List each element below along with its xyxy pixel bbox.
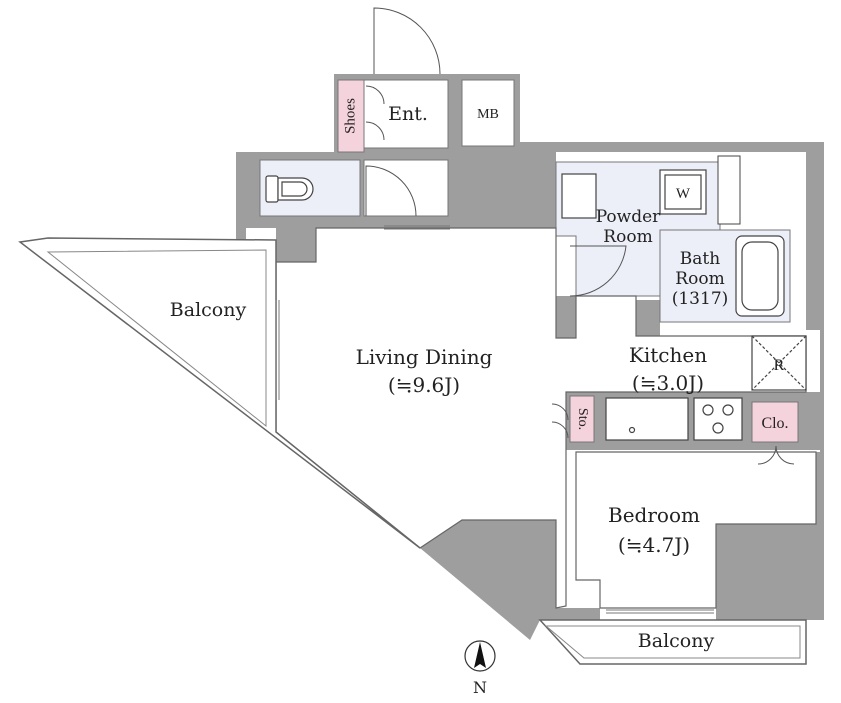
closet-door-swing bbox=[757, 445, 795, 465]
closet bbox=[751, 401, 799, 443]
label-closet: Clo. bbox=[761, 415, 788, 432]
label-bath-room-1: Bath bbox=[680, 249, 720, 269]
shoes-door-swing bbox=[365, 85, 385, 141]
wall-column-mid bbox=[636, 300, 660, 336]
cooktop bbox=[693, 397, 743, 441]
label-powder-room-1: Powder bbox=[596, 207, 661, 227]
label-balcony-south: Balcony bbox=[638, 630, 715, 652]
toilet-fixture bbox=[265, 175, 314, 203]
bedroom bbox=[575, 451, 817, 609]
label-entrance: Ent. bbox=[388, 103, 428, 125]
label-bedroom: Bedroom bbox=[608, 503, 700, 527]
label-kitchen: Kitchen bbox=[629, 343, 707, 367]
compass-label: N bbox=[473, 678, 487, 697]
shoes-cabinet bbox=[337, 79, 365, 153]
label-living-dining: Living Dining bbox=[356, 345, 493, 369]
kitchen-sink bbox=[605, 397, 689, 441]
wall-sw-mass bbox=[420, 520, 600, 640]
label-shoes: Shoes bbox=[342, 98, 358, 134]
washer-fixture bbox=[659, 169, 707, 215]
refrigerator-space bbox=[751, 335, 807, 391]
label-bath-room-2: Room bbox=[675, 269, 724, 289]
wall-column-nw bbox=[276, 226, 316, 262]
doors bbox=[365, 7, 795, 465]
wall-west-stub bbox=[236, 152, 246, 240]
balcony-south bbox=[538, 619, 807, 665]
north-compass: N bbox=[464, 640, 496, 697]
bathtub bbox=[735, 235, 785, 317]
storage-cabinet bbox=[569, 395, 595, 443]
compass-needle-icon bbox=[474, 642, 486, 668]
label-storage: Sto. bbox=[575, 408, 590, 430]
label-bedroom-size: (≒4.7J) bbox=[618, 533, 690, 557]
wall-column-kitchen bbox=[556, 296, 576, 338]
label-meter-box: MB bbox=[477, 107, 499, 122]
label-kitchen-size: (≒3.0J) bbox=[632, 371, 704, 395]
windows bbox=[275, 225, 714, 614]
storage-door-swing bbox=[551, 403, 569, 439]
wall-bedroom-east bbox=[716, 524, 820, 620]
balcony-west-inner bbox=[46, 249, 267, 428]
label-balcony-west: Balcony bbox=[170, 299, 247, 321]
label-washer: W bbox=[676, 186, 691, 202]
linen-shelf bbox=[717, 155, 741, 225]
label-refrigerator: R bbox=[774, 357, 785, 374]
washbasin bbox=[561, 173, 597, 219]
label-living-dining-size: (≒9.6J) bbox=[388, 373, 460, 397]
front-door-swing bbox=[373, 7, 441, 75]
label-powder-room-2: Room bbox=[603, 227, 652, 247]
hall bbox=[363, 159, 449, 217]
meter-box bbox=[461, 79, 515, 147]
balcony-south-inner bbox=[544, 625, 801, 659]
powder-door-swing bbox=[569, 245, 627, 297]
hall-door-swing bbox=[365, 165, 417, 217]
label-bath-room-size: (1317) bbox=[672, 289, 729, 309]
